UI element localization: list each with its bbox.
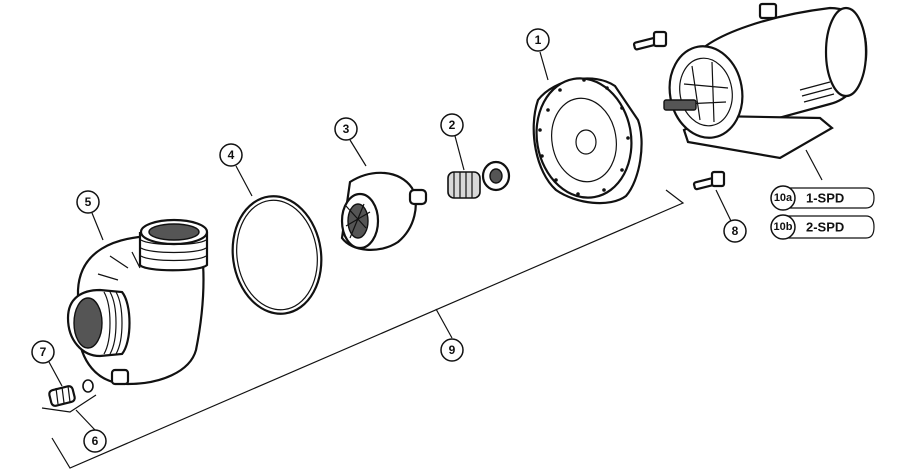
- seal-plate-part: [532, 77, 643, 205]
- legend-10a-label: 1-SPD: [806, 191, 844, 206]
- motor-part: [663, 2, 868, 160]
- drain-plug-o-ring-part: [82, 379, 94, 393]
- callout-9: 9: [440, 338, 464, 362]
- callout-5: 5: [76, 190, 100, 214]
- callout-5-label: 5: [85, 195, 92, 209]
- impeller-part: [340, 171, 428, 251]
- callout-1-label: 1: [535, 33, 542, 47]
- bolt-part: [692, 170, 726, 191]
- legend-10b-code: 10b: [774, 221, 793, 233]
- legend-10b-label: 2-SPD: [806, 220, 844, 235]
- o-ring-part: [231, 195, 323, 315]
- callout-1: 1: [526, 28, 550, 52]
- callout-8-label: 8: [732, 224, 739, 238]
- callout-9-label: 9: [449, 343, 456, 357]
- callout-3: 3: [334, 117, 358, 141]
- callout-6: 6: [83, 429, 107, 453]
- motor-legend-10a: 10a 1-SPD: [770, 185, 875, 211]
- callout-3-label: 3: [343, 122, 350, 136]
- callout-4: 4: [219, 143, 243, 167]
- callout-4-label: 4: [228, 148, 235, 162]
- callout-2: 2: [440, 113, 464, 137]
- leader-lines: [48, 51, 823, 431]
- pump-housing-part: [66, 218, 209, 386]
- drain-plug-kit-bracket: [41, 394, 97, 413]
- callout-6-label: 6: [92, 434, 99, 448]
- kit-bracket-9: [51, 189, 685, 469]
- motor-bolt-upper-part: [632, 30, 668, 51]
- drain-plug-part: [48, 385, 76, 407]
- legend-10a-code: 10a: [774, 192, 793, 204]
- callout-7: 7: [31, 340, 55, 364]
- motor-legend-10b: 10b 2-SPD: [770, 214, 875, 240]
- callout-8: 8: [723, 219, 747, 243]
- callout-7-label: 7: [40, 345, 47, 359]
- shaft-seal-part: [447, 160, 511, 199]
- callout-2-label: 2: [449, 118, 456, 132]
